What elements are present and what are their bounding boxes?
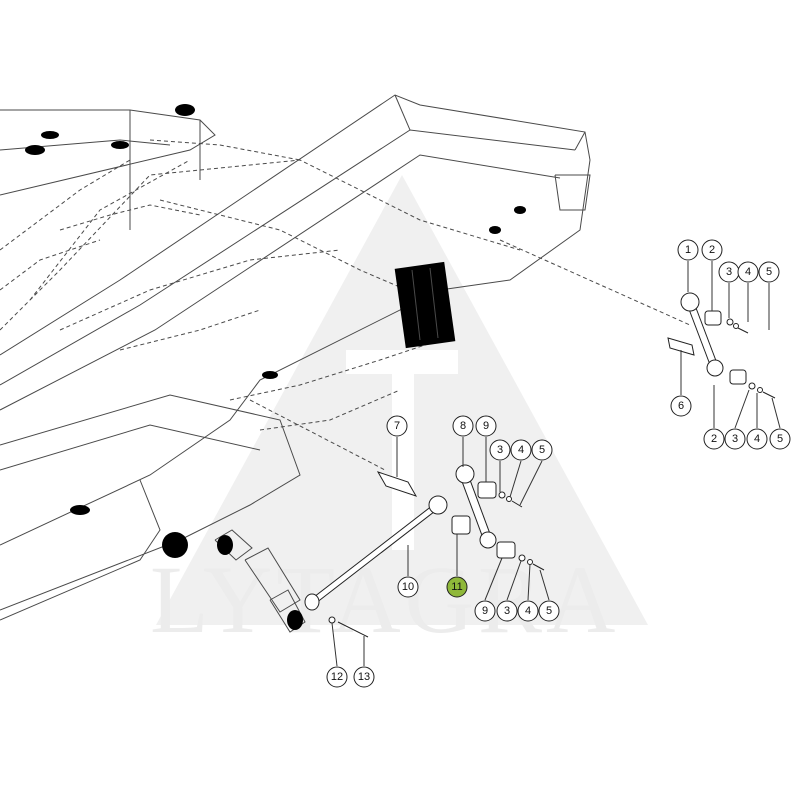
callout-1[interactable]: 1	[677, 239, 699, 261]
svg-text:5: 5	[539, 444, 545, 456]
crank-arm-upper-eye	[680, 292, 700, 312]
callout-4-middle[interactable]: 4	[510, 439, 532, 461]
pin-6	[667, 337, 695, 356]
washer-4-lower	[757, 387, 763, 393]
svg-text:6: 6	[678, 400, 684, 412]
callout-3[interactable]: 3	[718, 261, 740, 283]
callout-3-middle[interactable]: 3	[489, 439, 511, 461]
svg-text:12: 12	[331, 671, 343, 683]
svg-text:5: 5	[546, 605, 552, 617]
pin-7	[376, 471, 418, 497]
callout-2-lower[interactable]: 2	[703, 428, 725, 450]
svg-text:9: 9	[483, 420, 489, 432]
callout-2[interactable]: 2	[701, 239, 723, 261]
callout-6[interactable]: 6	[670, 395, 692, 417]
bushing-2-upper	[704, 310, 722, 326]
machine-frame	[0, 94, 691, 633]
svg-text:4: 4	[745, 266, 751, 278]
callout-4-lower[interactable]: 4	[746, 428, 768, 450]
callout-5-middle[interactable]: 5	[531, 439, 553, 461]
washer-3-upper	[726, 318, 734, 326]
callout-13[interactable]: 13	[353, 666, 375, 688]
svg-text:1: 1	[685, 244, 691, 256]
callout-11-highlighted[interactable]: 11	[446, 576, 468, 598]
callout-5[interactable]: 5	[758, 261, 780, 283]
svg-text:13: 13	[358, 671, 370, 683]
svg-text:3: 3	[504, 605, 510, 617]
callout-9-lower[interactable]: 9	[474, 600, 496, 622]
callout-4[interactable]: 4	[737, 261, 759, 283]
right-linkage-assembly	[667, 292, 776, 399]
svg-text:3: 3	[726, 266, 732, 278]
svg-text:3: 3	[497, 444, 503, 456]
callout-4-bottom[interactable]: 4	[517, 600, 539, 622]
svg-text:10: 10	[402, 581, 414, 593]
svg-text:5: 5	[777, 433, 783, 445]
bushing-11	[451, 515, 471, 535]
svg-text:4: 4	[518, 444, 524, 456]
callout-12[interactable]: 12	[326, 666, 348, 688]
callout-8[interactable]: 8	[452, 415, 474, 437]
svg-text:4: 4	[754, 433, 760, 445]
callouts: 1 2 3 4 5 6 2 3 4 5 7 8 9 3 4 5 10 11 9 …	[326, 239, 791, 688]
bushing-9-upper	[477, 481, 497, 499]
bushing-9-lower	[496, 541, 516, 559]
svg-text:9: 9	[482, 605, 488, 617]
washer-4-upper	[733, 323, 739, 329]
watermark-text: LYTAGRA	[150, 546, 619, 653]
bolt-13	[337, 621, 369, 638]
callout-9-upper[interactable]: 9	[475, 415, 497, 437]
bushing-2-lower	[729, 369, 747, 385]
svg-text:3: 3	[732, 433, 738, 445]
svg-text:2: 2	[711, 433, 717, 445]
callout-5-lower[interactable]: 5	[769, 428, 791, 450]
washer-12	[328, 616, 336, 624]
leader-lines	[331, 261, 781, 667]
crank-arm-lower-eye	[706, 359, 724, 377]
svg-text:11: 11	[451, 581, 462, 593]
callout-7[interactable]: 7	[386, 415, 408, 437]
svg-text:5: 5	[766, 266, 772, 278]
callout-3-bottom[interactable]: 3	[496, 600, 518, 622]
svg-text:2: 2	[709, 244, 715, 256]
svg-text:4: 4	[525, 605, 531, 617]
callout-3-lower[interactable]: 3	[724, 428, 746, 450]
washer-3-lower	[748, 382, 756, 390]
watermark: LYTAGRA	[150, 175, 648, 653]
bolt-5-lower	[762, 391, 776, 399]
bolt-5-upper	[737, 327, 749, 334]
middle-linkage-assembly	[304, 464, 545, 638]
callout-5-bottom[interactable]: 5	[538, 600, 560, 622]
svg-text:7: 7	[394, 420, 400, 432]
svg-text:8: 8	[460, 420, 466, 432]
callout-10[interactable]: 10	[397, 576, 419, 598]
